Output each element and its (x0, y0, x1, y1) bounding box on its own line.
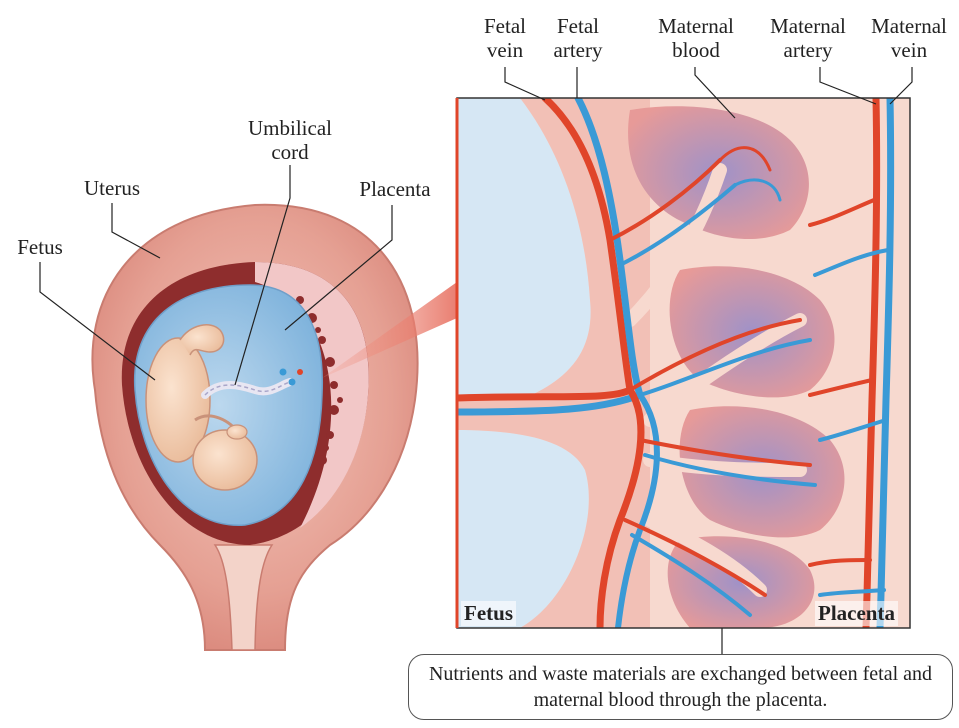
label-fetal-vein: Fetal vein (475, 14, 535, 62)
label-placenta: Placenta (350, 177, 440, 201)
label-fetus: Fetus (8, 235, 72, 259)
placenta-detail (457, 98, 910, 628)
label-uterus: Uterus (72, 176, 152, 200)
label-umbilical-cord: Umbilical cord (240, 116, 340, 164)
label-maternal-blood: Maternal blood (648, 14, 744, 62)
detail-label-placenta: Placenta (815, 601, 898, 626)
detail-label-fetus: Fetus (461, 601, 516, 626)
label-maternal-vein: Maternal vein (862, 14, 956, 62)
caption-text: Nutrients and waste materials are exchan… (429, 663, 932, 711)
uterus-illustration (92, 205, 417, 650)
label-fetal-artery: Fetal artery (545, 14, 611, 62)
label-maternal-artery: Maternal artery (760, 14, 856, 62)
caption-box: Nutrients and waste materials are exchan… (408, 654, 953, 720)
